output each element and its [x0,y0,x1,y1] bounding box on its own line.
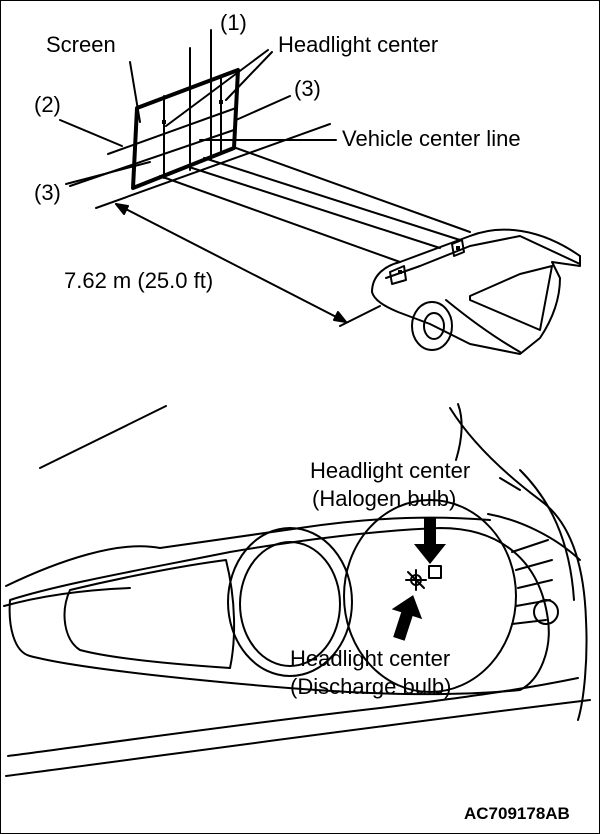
halogen-center-marker [428,565,442,579]
label-headlight-center: Headlight center [278,32,439,57]
callout-1: (1) [220,10,247,35]
label-halogen-center-line1: Headlight center [310,458,471,483]
discharge-arrow [391,595,423,641]
callout-3-right: (3) [294,76,321,101]
label-halogen-center-line2: (Halogen bulb) [312,486,457,511]
label-discharge-center-line1: Headlight center [290,646,451,671]
label-screen: Screen [46,32,116,57]
aiming-screen [131,68,240,190]
callout-3-left: (3) [34,180,61,205]
callout-2: (2) [34,92,61,117]
halogen-arrow [414,518,446,564]
headlamp-housing [8,527,550,696]
label-discharge-center-line2: (Discharge bulb) [290,674,452,699]
label-vehicle-center-line: Vehicle center line [342,126,521,151]
vehicle-outline [371,228,581,355]
main-lamp-ring [343,499,517,693]
figure-code: AC709178AB [464,804,570,823]
label-distance: 7.62 m (25.0 ft) [64,268,214,293]
